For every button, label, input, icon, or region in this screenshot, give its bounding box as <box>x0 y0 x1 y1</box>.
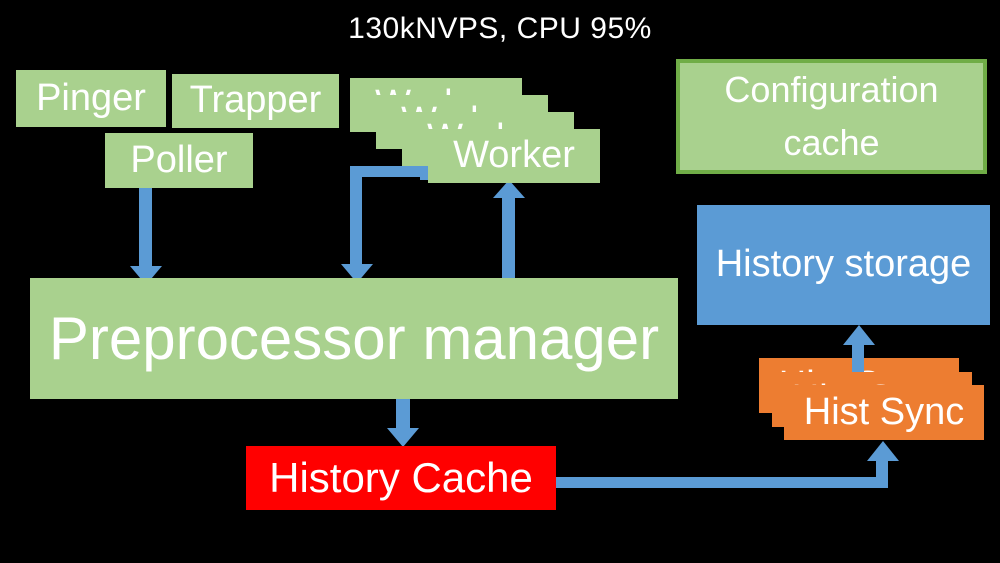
arrow-shaft <box>876 460 888 488</box>
node-pinger: Pinger <box>16 70 166 127</box>
arrowhead-up-icon <box>843 325 875 345</box>
node-history-cache: History Cache <box>246 446 556 510</box>
arrowhead-down-icon <box>387 428 419 447</box>
arrowhead-up-icon <box>493 180 525 198</box>
arrow-shaft <box>396 399 410 428</box>
diagram-title: 130kNVPS, CPU 95% <box>348 12 652 45</box>
arrow-shaft <box>502 198 515 278</box>
arrow-shaft <box>556 477 888 488</box>
arrow-shaft <box>852 345 864 375</box>
node-trapper: Trapper <box>172 74 339 128</box>
arrowhead-up-icon <box>867 441 899 461</box>
node-worker-stack-front: Worker <box>428 129 600 183</box>
arrow-shaft <box>350 166 362 264</box>
arrow-shaft <box>139 188 152 266</box>
node-poller: Poller <box>105 133 253 188</box>
arrow-shaft <box>350 166 433 177</box>
node-history-storage: History storage <box>697 205 990 325</box>
node-preprocessor-manager: Preprocessor manager <box>30 278 678 399</box>
node-configuration-cache: Configuration cache <box>676 59 987 174</box>
node-hist-sync-stack-front: Hist Sync <box>784 385 984 440</box>
